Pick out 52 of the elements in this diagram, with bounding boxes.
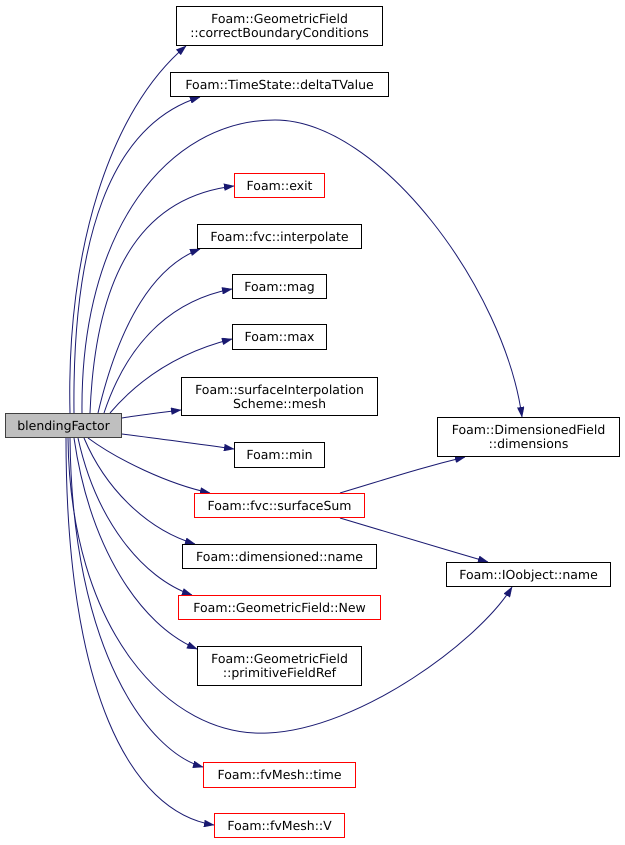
function-name: Foam::GeometricField::New	[193, 600, 366, 614]
function-name: Foam::fvMesh::time	[217, 768, 342, 782]
function-box	[214, 813, 345, 838]
function-box	[194, 493, 365, 518]
function-name: Foam::exit	[246, 178, 312, 192]
function-name: blendingFactor	[17, 418, 110, 432]
function-box	[178, 595, 381, 620]
function-box	[203, 762, 356, 788]
function-box	[232, 324, 327, 350]
function-name: Foam::mag	[244, 280, 315, 294]
call-arrow	[340, 456, 466, 494]
function-name: Foam::TimeState::deltaTValue	[185, 78, 374, 92]
call-arrow	[122, 408, 182, 418]
function-box	[234, 442, 325, 468]
function-box	[446, 562, 611, 587]
function-name: Foam::dimensioned::name	[196, 550, 363, 564]
current-function-box	[5, 413, 122, 438]
call-arrow	[98, 248, 200, 414]
call-arrow	[90, 184, 234, 414]
call-arrow	[84, 438, 196, 544]
call-arrow	[70, 46, 186, 414]
call-arrow	[74, 438, 198, 650]
function-name: Foam::GeometricField ::correctBoundaryConditions	[189, 12, 370, 40]
call-arrow	[104, 288, 232, 414]
function-box	[232, 274, 327, 299]
function-box	[197, 224, 362, 249]
function-box	[437, 417, 620, 457]
function-name: Foam::min	[246, 448, 313, 462]
function-box	[170, 72, 389, 97]
function-box	[176, 6, 383, 46]
function-box	[234, 173, 325, 198]
call-arrow	[88, 438, 210, 494]
call-arrow	[70, 438, 204, 768]
function-box	[181, 377, 378, 416]
function-name: Foam::DimensionedField ::dimensions	[450, 423, 606, 451]
function-box	[197, 646, 362, 686]
function-name: Foam::GeometricField ::primitiveFieldRef	[210, 652, 349, 680]
call-arrow	[82, 120, 524, 418]
call-arrow	[122, 434, 234, 452]
function-name: Foam::max	[244, 330, 314, 344]
call-arrow	[66, 438, 214, 826]
call-arrow	[68, 438, 512, 734]
call-arrow	[78, 438, 192, 596]
function-box	[182, 544, 377, 569]
call-arrow	[340, 518, 488, 563]
function-name: Foam::surfaceInterpolation Scheme::mesh	[194, 382, 365, 410]
function-name: Foam::fvMesh::V	[227, 818, 332, 832]
function-name: Foam::IOobject::name	[459, 568, 598, 582]
function-name: Foam::fvc::surfaceSum	[208, 498, 352, 512]
function-name: Foam::fvc::interpolate	[210, 230, 349, 244]
call-arrow	[110, 338, 232, 414]
call-arrow	[74, 96, 200, 414]
